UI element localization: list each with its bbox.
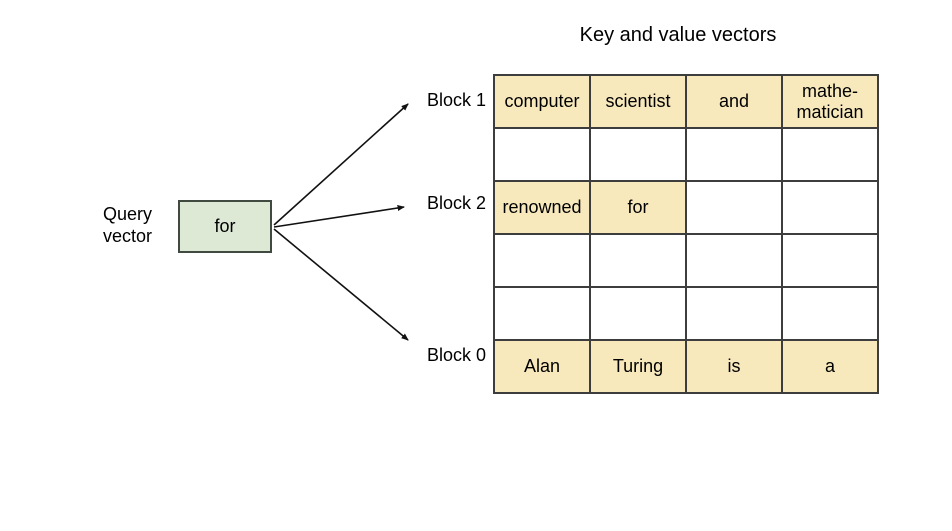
table-cell <box>685 233 783 288</box>
table-cell: mathe-matician <box>781 74 879 129</box>
table-row <box>493 233 879 288</box>
table-row: Alan Turing is a <box>493 339 879 394</box>
arrow-to-block-1 <box>273 103 409 226</box>
table-cell <box>781 286 879 341</box>
arrow-to-block-0 <box>273 228 409 341</box>
table-cell: Alan <box>493 339 591 394</box>
table-cell <box>589 286 687 341</box>
table-cell <box>493 233 591 288</box>
table-cell: computer <box>493 74 591 129</box>
table-cell: Turing <box>589 339 687 394</box>
table-cell <box>589 127 687 182</box>
query-vector-label-line1: Query <box>103 204 153 224</box>
table-cell <box>781 233 879 288</box>
table-cell <box>589 233 687 288</box>
table-cell <box>493 127 591 182</box>
table-cell <box>781 180 879 235</box>
table-cell: a <box>781 339 879 394</box>
table-row: computer scientist and mathe-matician <box>493 74 879 129</box>
table-cell: scientist <box>589 74 687 129</box>
diagram-title: Key and value vectors <box>579 24 777 46</box>
block-0-label: Block 0 <box>426 345 486 365</box>
table-cell: renowned <box>493 180 591 235</box>
query-vector-label: Query vector <box>103 203 152 247</box>
table-row: renowned for <box>493 180 879 235</box>
table-cell <box>685 286 783 341</box>
table-row <box>493 127 879 182</box>
table-cell: for <box>589 180 687 235</box>
table-cell <box>685 127 783 182</box>
table-cell <box>685 180 783 235</box>
key-value-table: computer scientist and mathe-matician re… <box>493 74 879 394</box>
arrow-to-block-2 <box>273 205 405 228</box>
table-cell: and <box>685 74 783 129</box>
table-row <box>493 286 879 341</box>
table-cell <box>781 127 879 182</box>
query-vector-box-label: for <box>214 216 236 236</box>
block-1-label: Block 1 <box>426 90 486 110</box>
table-cell <box>493 286 591 341</box>
query-vector-box: for <box>178 200 272 253</box>
query-vector-label-line2: vector <box>103 226 153 246</box>
table-cell: is <box>685 339 783 394</box>
block-2-label: Block 2 <box>426 193 486 213</box>
